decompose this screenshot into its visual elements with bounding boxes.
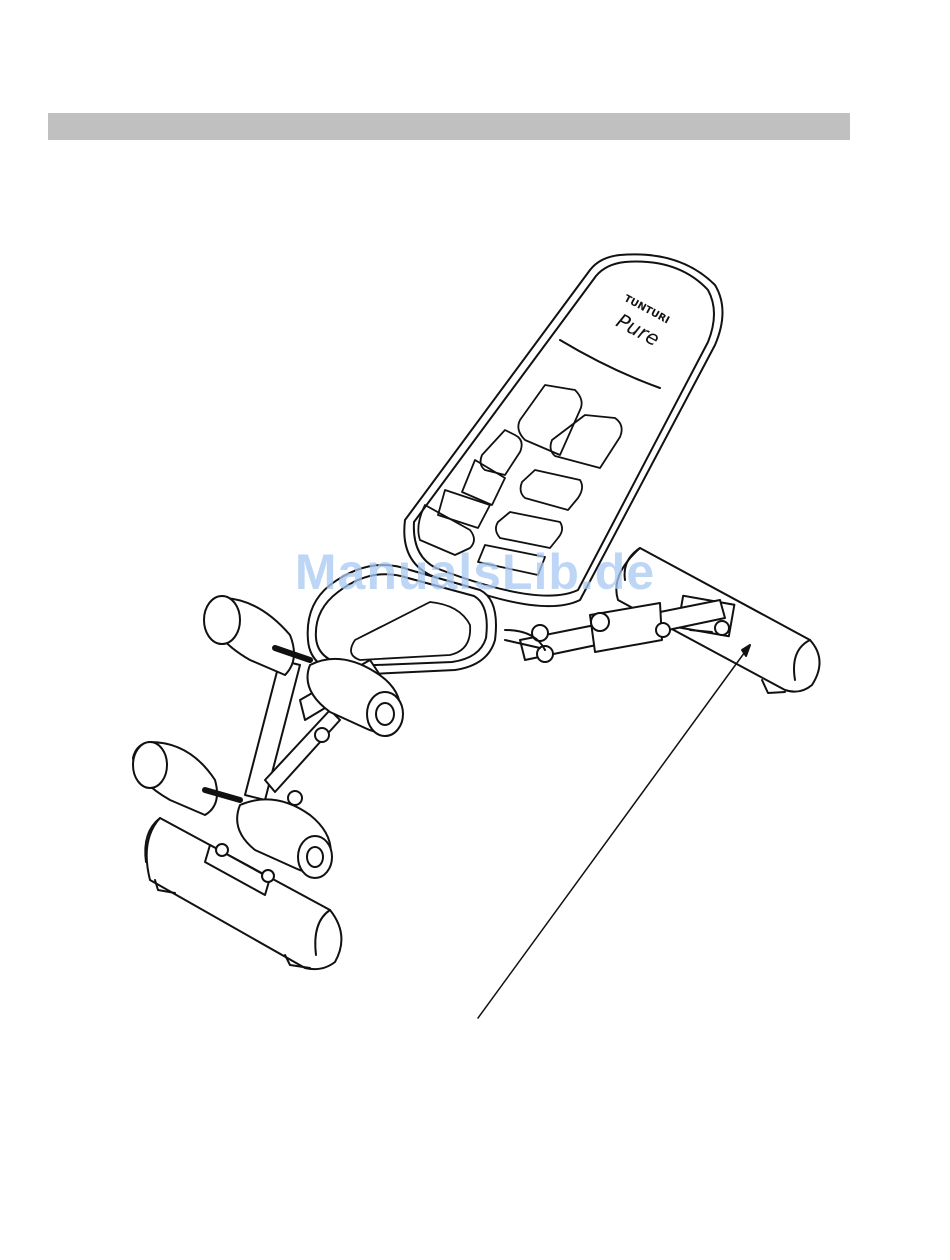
main-rail — [505, 600, 725, 662]
watermark: ManualsLib.de — [0, 543, 950, 601]
callout-leader-line — [478, 645, 750, 1018]
